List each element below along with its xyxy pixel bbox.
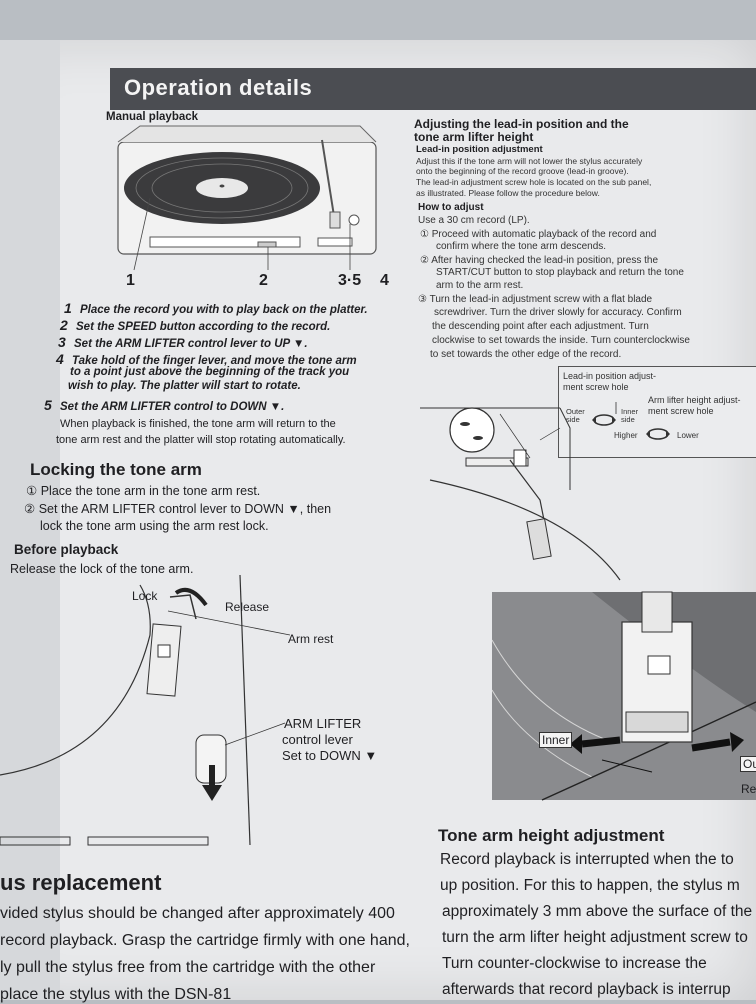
adjust-heading-1: Adjusting the lead-in position and the	[414, 117, 629, 131]
legend-lift-1: Arm lifter height adjust-	[648, 395, 741, 405]
how-to-adjust: How to adjust	[418, 202, 484, 213]
height-line-6: afterwards that record playback is inter…	[442, 981, 731, 998]
stylus-line-4: place the stylus with the DSN-81	[0, 986, 232, 1003]
locking-item-2-cont: lock the tone arm using the arm rest loc…	[40, 519, 269, 533]
lifter-label-3: Set to DOWN ▼	[282, 748, 378, 763]
stylus-heading: us replacement	[0, 870, 162, 895]
down-triangle-icon: ▼	[287, 502, 300, 516]
page-title: Operation details	[124, 75, 313, 100]
cartridge-closeup-illustration	[491, 591, 756, 801]
before-playback-text: Release the lock of the tone arm.	[10, 562, 194, 576]
stylus-line-2: record playback. Grasp the cartridge fir…	[0, 932, 410, 949]
manual-after-1: When playback is finished, the tone arm …	[60, 418, 336, 430]
stylus-line-1: vided stylus should be changed after app…	[0, 905, 395, 922]
leadin-subheading: Lead-in position adjustment	[416, 144, 543, 155]
adjust-step-3c: the descending point after each adjustme…	[432, 321, 649, 332]
arm-rest-illustration	[0, 574, 291, 846]
locking-heading: Locking the tone arm	[30, 460, 202, 479]
down-triangle-icon: ▼	[292, 338, 305, 350]
leadin-intro-2: onto the beginning of the record groove …	[416, 166, 629, 176]
manual-playback-heading: Manual playback	[106, 111, 199, 123]
adjust-legend-box	[558, 366, 756, 458]
arm-rest-label: Arm rest	[288, 632, 334, 646]
legend-leadin-1: Lead-in position adjust-	[563, 371, 657, 381]
down-triangle-icon: ▼	[269, 401, 282, 413]
adjust-step-2b: START/CUT button to stop playback and re…	[436, 267, 684, 278]
adjust-step-1b: confirm where the tone arm descends.	[436, 241, 607, 252]
locking-item-1: ① Place the tone arm in the tone arm res…	[26, 484, 261, 498]
outer-label: Ou	[740, 756, 756, 772]
callout-4: 4	[380, 272, 389, 289]
inner-label: Inner	[539, 732, 573, 748]
adjust-step-3e: to set towards the other edge of the rec…	[430, 349, 622, 360]
stylus-line-3: ly pull the stylus free from the cartrid…	[0, 959, 376, 976]
adjust-step-3: ③ Turn the lead-in adjustment screw with…	[418, 294, 653, 305]
record-label: Re	[741, 782, 756, 796]
legend-lower: Lower	[677, 431, 699, 440]
height-line-5: Turn counter-clockwise to increase the	[442, 955, 707, 972]
height-line-1: Record playback is interrupted when the …	[440, 851, 734, 868]
adjust-step-3d: clockwise to set towards the inside. Tur…	[432, 335, 690, 346]
lock-label: Lock	[132, 589, 158, 603]
adjust-step-1: ① Proceed with automatic playback of the…	[420, 229, 657, 240]
legend-outer-1: Outer	[566, 407, 585, 416]
callout-3-5: 3·5	[338, 272, 362, 289]
sub-panel-illustration	[420, 407, 621, 581]
page-shadow-band	[0, 40, 60, 1000]
adjust-step-2c: arm to the arm rest.	[436, 280, 524, 291]
leadin-intro-3: The lead-in adjustment screw hole is loc…	[416, 177, 652, 187]
locking-item-2: ② Set the ARM LIFTER control lever to DO…	[24, 502, 332, 516]
rotate-arrows-icon	[592, 402, 670, 440]
title-bar: Operation details	[110, 68, 756, 110]
use-record: Use a 30 cm record (LP).	[418, 215, 530, 226]
height-line-4: turn the arm lifter height adjustment sc…	[442, 929, 748, 946]
manual-after-2: tone arm rest and the platter will stop …	[56, 434, 346, 446]
adjust-step-3b: screwdriver. Turn the driver slowly for …	[434, 307, 682, 318]
release-label: Release	[225, 600, 270, 614]
callout-1: 1	[126, 272, 135, 289]
leadin-intro-4: as illustrated. Please follow the proced…	[416, 188, 600, 198]
manual-step-4-cont2: wish to play. The platter will start to …	[68, 380, 301, 392]
height-line-3: approximately 3 mm above the surface of …	[442, 903, 753, 920]
leadin-intro-1: Adjust this if the tone arm will not low…	[416, 156, 643, 166]
lifter-label-2: control lever	[282, 732, 353, 747]
before-playback-heading: Before playback	[14, 542, 119, 557]
legend-lift-2: ment screw hole	[648, 406, 714, 416]
height-line-2: up position. For this to happen, the sty…	[440, 877, 740, 894]
adjust-step-2: ② After having checked the lead-in posit…	[420, 255, 659, 266]
callout-2: 2	[259, 272, 268, 289]
legend-higher: Higher	[614, 431, 638, 440]
height-heading: Tone arm height adjustment	[438, 826, 665, 845]
legend-inner-1: Inner	[621, 407, 639, 416]
adjust-heading-2: tone arm lifter height	[414, 130, 534, 144]
legend-inner-2: side	[621, 415, 635, 424]
lifter-label-1: ARM LIFTER	[284, 716, 362, 731]
turntable-illustration	[117, 125, 377, 271]
legend-leadin-2: ment screw hole	[563, 382, 629, 392]
down-triangle-icon: ▼	[364, 748, 378, 763]
legend-outer-2: side	[566, 415, 580, 424]
manual-step-4-cont: to a point just above the beginning of t…	[70, 366, 350, 378]
